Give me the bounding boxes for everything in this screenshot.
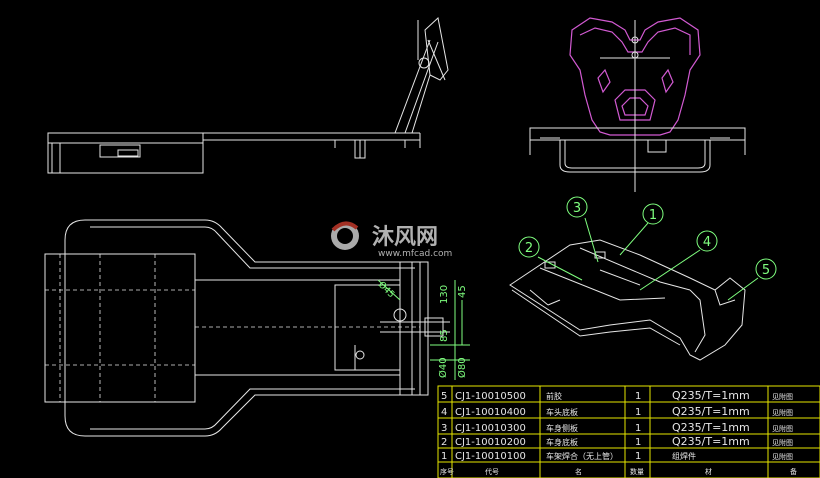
bom-header-note: 备 — [790, 467, 797, 476]
watermark-url: www.mfcad.com — [378, 249, 452, 259]
bom-cell-code: CJ1-10010300 — [455, 423, 526, 434]
callout-3-label: 3 — [573, 201, 581, 216]
bom-cell-material: Q235/T=1mm — [672, 389, 750, 402]
bom-cell-name: 车头底板 — [546, 407, 578, 417]
bom-cell-name: 车架焊合（无上管） — [546, 451, 618, 461]
bom-cell-note: 见附图 — [772, 392, 793, 401]
bom-cell-material: Q235/T=1mm — [672, 421, 750, 434]
bom-cell-code: CJ1-10010100 — [455, 451, 526, 462]
top-view — [44, 219, 450, 437]
bom-cell-material: 组焊件 — [672, 451, 696, 461]
bom-header-material: 材 — [705, 467, 712, 476]
bom-cell-no: 3 — [441, 423, 447, 434]
bom-cell-name: 车身侧板 — [546, 423, 578, 433]
bom-header-code: 代号 — [485, 467, 499, 476]
bom-row-5: 1 CJ1-10010100 车架焊合（无上管） 1 组焊件 见附图 — [441, 451, 793, 462]
bom-cell-note: 见附图 — [772, 408, 793, 417]
callout-3 — [566, 196, 588, 218]
watermark-brand: 沐风网 — [372, 225, 438, 250]
callout-5 — [755, 258, 777, 280]
dim-diameter-80: Ø80 — [456, 357, 468, 378]
watermark-logo: 沐风网 www.mfcad.com — [331, 221, 452, 259]
bom-row-3: 3 CJ1-10010300 车身侧板 1 Q235/T=1mm 见附图 — [441, 421, 793, 434]
bom-row-4: 2 CJ1-10010200 车身底板 1 Q235/T=1mm 见附图 — [441, 435, 793, 448]
dim-85: 85 — [439, 329, 450, 342]
bom-cell-material: Q235/T=1mm — [672, 435, 750, 448]
bom-cell-code: CJ1-10010200 — [455, 437, 526, 448]
dimension-texts: 130 45 85 Ø40 Ø80 Ø45 — [376, 279, 468, 378]
bom-cell-name: 前胶 — [546, 391, 562, 401]
callout-1 — [642, 203, 664, 225]
bom-cell-no: 5 — [441, 391, 447, 402]
bom-header-row: 序号 代号 名 数量 材 备 — [440, 467, 797, 476]
callout-2-label: 2 — [525, 241, 533, 256]
bom-cell-no: 4 — [441, 407, 447, 418]
callout-5-label: 5 — [762, 263, 770, 278]
callout-1-label: 1 — [649, 208, 657, 223]
callout-4 — [696, 230, 718, 252]
bom-cell-no: 1 — [441, 451, 447, 462]
side-view — [47, 17, 449, 174]
dimension-lines — [377, 279, 470, 380]
bom-row-1: 5 CJ1-10010500 前胶 1 Q235/T=1mm 见附图 — [441, 389, 793, 402]
isometric-view — [509, 239, 746, 361]
dim-45: 45 — [457, 285, 468, 298]
bom-cell-note: 见附图 — [772, 424, 793, 433]
callout-4-label: 4 — [703, 235, 711, 250]
bom-cell-note: 见附图 — [772, 452, 793, 461]
bom-cell-no: 2 — [441, 437, 447, 448]
bom-cell-note: 见附图 — [772, 438, 793, 447]
bom-cell-name: 车身底板 — [546, 437, 578, 447]
bom-row-2: 4 CJ1-10010400 车头底板 1 Q235/T=1mm 见附图 — [441, 405, 793, 418]
bom-cell-code: CJ1-10010500 — [455, 391, 526, 402]
bom-header-no: 序号 — [440, 467, 454, 476]
bom-cell-qty: 1 — [635, 391, 641, 402]
bom-cell-qty: 1 — [635, 423, 641, 434]
bom-header-name: 名 — [575, 467, 582, 476]
bom-header-qty: 数量 — [630, 467, 644, 476]
bom-cell-code: CJ1-10010400 — [455, 407, 526, 418]
dim-diameter-40: Ø40 — [437, 357, 449, 378]
bom-cell-qty: 1 — [635, 451, 641, 462]
bom-cell-qty: 1 — [635, 437, 641, 448]
dim-diameter-45: Ø45 — [376, 279, 397, 300]
dim-130: 130 — [439, 285, 450, 304]
bom-table — [437, 385, 820, 478]
bom-cell-material: Q235/T=1mm — [672, 405, 750, 418]
callouts: 1 2 3 4 5 — [518, 196, 777, 301]
front-view — [529, 17, 746, 192]
callout-2 — [518, 236, 540, 258]
bom-cell-qty: 1 — [635, 407, 641, 418]
